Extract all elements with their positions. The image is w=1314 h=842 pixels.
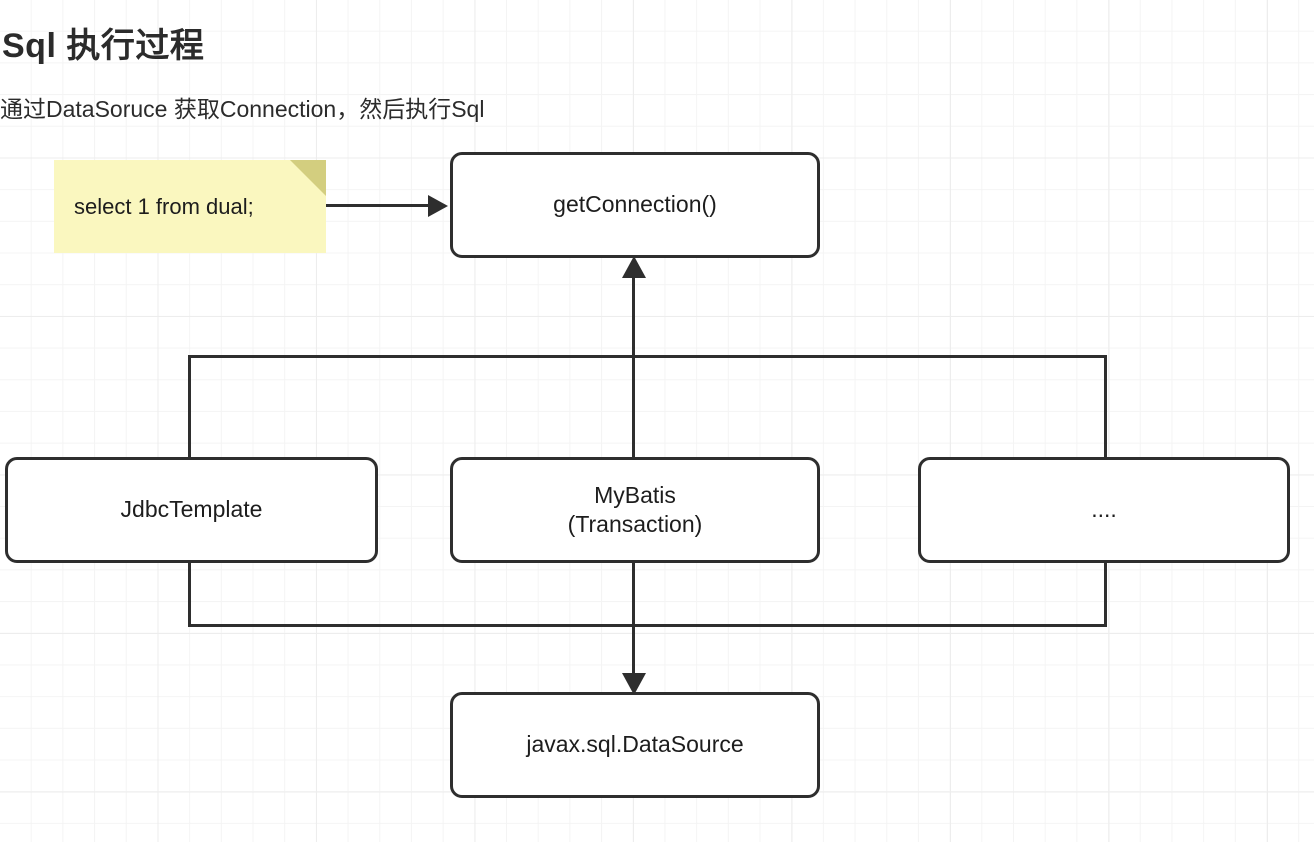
connector-left-vertical-top [188, 355, 191, 460]
connector-note-to-getconnection [326, 204, 431, 207]
arrow-head-mybatis-to-datasource [622, 673, 646, 695]
connector-right-vertical-bottom [1104, 558, 1107, 627]
arrow-head-note-to-getconnection [428, 195, 448, 217]
connector-bottom-bus [188, 624, 1107, 627]
connector-mybatis-to-datasource [632, 558, 635, 674]
arrow-head-mybatis-to-getconnection [622, 256, 646, 278]
sticky-note-text: select 1 from dual; [74, 193, 254, 219]
sticky-note-sql[interactable]: select 1 from dual; [54, 160, 326, 253]
page-subtitle: 通过DataSoruce 获取Connection，然后执行Sql [0, 96, 485, 122]
node-get-connection[interactable]: getConnection() [450, 152, 820, 258]
connector-top-bus [188, 355, 1107, 358]
node-others[interactable]: .... [918, 457, 1290, 563]
connector-left-vertical-bottom [188, 558, 191, 627]
node-jdbc-template[interactable]: JdbcTemplate [5, 457, 378, 563]
sticky-note-fold-icon [290, 160, 326, 196]
page-title: Sql 执行过程 [2, 27, 205, 65]
node-mybatis[interactable]: MyBatis (Transaction) [450, 457, 820, 563]
connector-mybatis-to-getconnection [632, 278, 635, 460]
connector-right-vertical-top [1104, 355, 1107, 460]
node-javax-sql-datasource[interactable]: javax.sql.DataSource [450, 692, 820, 798]
